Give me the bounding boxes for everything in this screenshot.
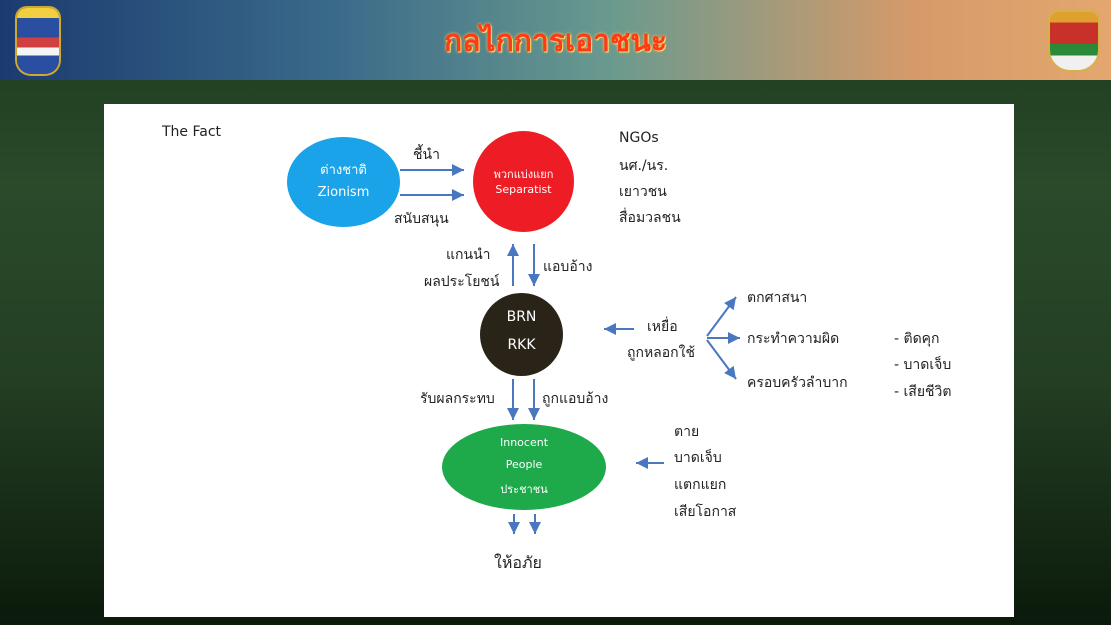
separatist-label-th: พวกแบ่งแยก xyxy=(493,168,554,181)
citizens-label: ประชาชน xyxy=(500,483,548,496)
branch-item: ตกศาสนา xyxy=(747,290,808,306)
list-item: สื่อมวลชน xyxy=(619,210,681,226)
left-emblem-icon xyxy=(17,8,59,74)
up-label-leader: แกนนำ xyxy=(446,247,491,263)
fact-label: The Fact xyxy=(162,124,222,140)
down-label-claim: แอบอ้าง xyxy=(543,259,593,275)
support-label: สนับสนุน xyxy=(394,211,449,227)
up-label-benefit: ผลประโยชน์ xyxy=(424,274,500,290)
lead-label: ชี้นำ xyxy=(413,147,440,163)
innocent-label: Innocent xyxy=(499,436,549,449)
brn-node: BRN RKK xyxy=(480,293,563,376)
header-bar: กลไกการเอาชนะ xyxy=(0,0,1111,80)
consequence-item: - ติดคุก xyxy=(894,331,940,347)
zionism-node: ต่างชาติ Zionism xyxy=(287,137,400,227)
victim-label: เหยื่อ xyxy=(647,319,678,335)
effect-item: แตกแยก xyxy=(674,477,727,493)
effect-item: บาดเจ็บ xyxy=(674,450,722,466)
zionism-label-th: ต่างชาติ xyxy=(320,163,367,178)
consequence-item: - บาดเจ็บ xyxy=(894,357,952,373)
people-label: People xyxy=(505,458,543,471)
list-item: NGOs xyxy=(619,130,659,146)
diagram-arrows xyxy=(400,164,740,534)
branch-item: กระทำความผิด xyxy=(747,331,840,347)
page-title: กลไกการเอาชนะ xyxy=(443,24,668,59)
diagram-slide: The Fact ต่างชาติ Zionism ชี้นำ สนับสนุน… xyxy=(104,104,1014,617)
rkk-label: RKK xyxy=(507,337,536,353)
consequence-item: - เสียชีวิต xyxy=(894,384,952,400)
brn-label: BRN xyxy=(506,309,537,325)
impact-label: รับผลกระทบ xyxy=(420,391,495,407)
claimed-label: ถูกแอบอ้าง xyxy=(542,391,609,407)
forgive-label: ให้อภัย xyxy=(494,553,542,572)
arrow-branch-1 xyxy=(706,296,737,337)
zionism-label-en: Zionism xyxy=(317,185,370,200)
separatist-label-en: Separatist xyxy=(495,183,552,196)
right-emblem-icon xyxy=(1050,12,1098,70)
innocent-node: Innocent People ประชาชน xyxy=(442,424,606,510)
branch-item: ครอบครัวลำบาก xyxy=(747,375,848,391)
arrow-branch-3 xyxy=(706,339,737,380)
separatist-node: พวกแบ่งแยก Separatist xyxy=(473,131,574,232)
list-item: เยาวชน xyxy=(619,184,667,200)
misused-label: ถูกหลอกใช้ xyxy=(627,345,695,361)
list-item: นศ./นร. xyxy=(619,158,669,174)
effect-item: ตาย xyxy=(674,424,700,440)
effect-item: เสียโอกาส xyxy=(674,504,737,520)
